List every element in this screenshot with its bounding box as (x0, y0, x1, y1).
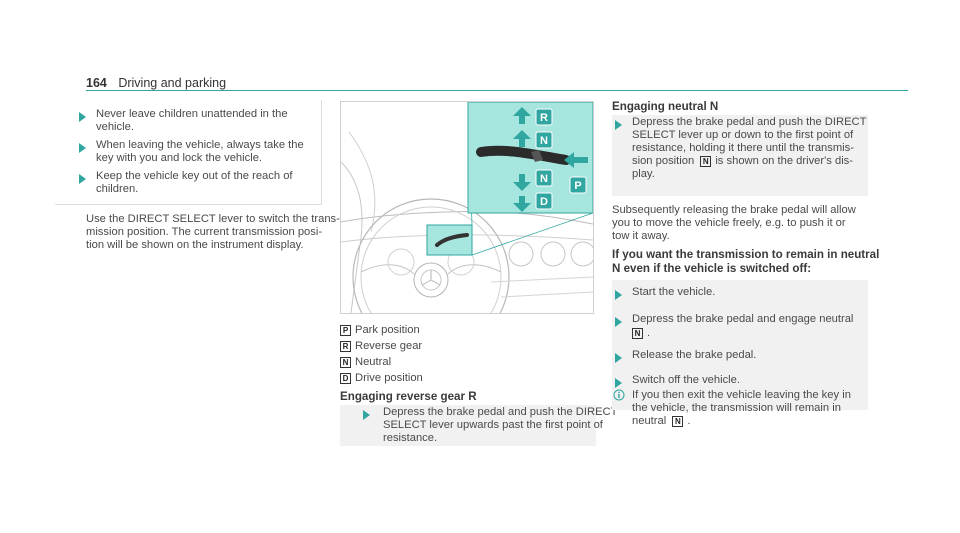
step-arrow-icon (363, 410, 370, 420)
neutral-step-line-2: SELECT lever up or down to the first poi… (632, 129, 854, 141)
remain-step-1: Start the vehicle. (632, 286, 716, 298)
key-n-icon: N (700, 155, 712, 167)
remain-step-4: Switch off the vehicle. (632, 374, 740, 386)
cockpit-drawing: R N P N D (341, 102, 593, 313)
neutral-para-line-2: you to move the vehicle freely, e.g. to … (612, 217, 846, 229)
neutral-para-line-3: tow it away. (612, 230, 670, 242)
figure-label-n-upper: N (540, 135, 548, 147)
remain-step-2-period: . (647, 327, 651, 339)
legend-park: P Park position (340, 324, 420, 337)
neutral-step-line-5: play. (632, 168, 655, 180)
key-n-icon: N (340, 356, 351, 368)
figure-label-p: P (574, 180, 581, 192)
heading-neutral: Engaging neutral N (612, 100, 719, 113)
key-r-icon: R (340, 340, 351, 352)
remain-step-3: Release the brake pedal. (632, 349, 757, 361)
step-arrow-icon (615, 120, 622, 130)
heading-remain-line-2: N even if the vehicle is switched off: (612, 262, 812, 275)
neutral-step-line-4-text: sion position (632, 155, 695, 167)
neutral-para-line-1: Subsequently releasing the brake pedal w… (612, 204, 856, 216)
neutral-step-line-1: Depress the brake pedal and push the DIR… (632, 116, 867, 128)
warning-3-line-2: children. (96, 183, 139, 195)
reverse-step-line-3: resistance. (383, 432, 438, 444)
key-n-icon: N (672, 415, 684, 427)
remain-step-2-line-2: N. (632, 327, 650, 340)
header-divider (86, 90, 908, 91)
warning-1-line-1: Never leave children unattended in the (96, 108, 288, 120)
neutral-step-line-4-rest: is shown on the driver's dis- (715, 155, 853, 167)
reverse-step-line-2: SELECT lever upwards past the first poin… (383, 419, 603, 431)
legend-neutral-text: Neutral (355, 356, 392, 368)
section-title: Driving and parking (118, 76, 227, 90)
remain-note-line-3: neutral N. (632, 415, 690, 428)
legend-neutral: N Neutral (340, 356, 391, 369)
step-arrow-icon (615, 290, 622, 300)
step-arrow-icon (615, 353, 622, 363)
warning-2-line-1: When leaving the vehicle, always take th… (96, 139, 304, 151)
legend-park-text: Park position (355, 324, 420, 336)
legend-reverse-text: Reverse gear (355, 340, 423, 352)
page-header: 164 Driving and parking (86, 76, 226, 90)
info-icon (613, 389, 625, 401)
remain-note-period: . (687, 415, 691, 427)
intro-line-3: tion will be shown on the instrument dis… (86, 239, 304, 251)
warning-3-line-1: Keep the vehicle key out of the reach of (96, 170, 293, 182)
figure-label-r: R (540, 112, 548, 124)
neutral-step-line-3: resistance, holding it there until the t… (632, 142, 854, 154)
bullet-arrow-icon (79, 143, 86, 153)
remain-note-neutral-word: neutral (632, 415, 667, 427)
cockpit-illustration: R N P N D (340, 101, 594, 314)
key-p-icon: P (340, 324, 351, 336)
warning-2-line-2: key with you and lock the vehicle. (96, 152, 263, 164)
reverse-step-shade (340, 405, 596, 446)
reverse-step-line-1: Depress the brake pedal and push the DIR… (383, 406, 618, 418)
page-number: 164 (86, 76, 107, 90)
figure-label-n-lower: N (540, 173, 548, 185)
neutral-step-shade (612, 115, 868, 196)
legend-drive-text: Drive position (355, 372, 423, 384)
heading-reverse: Engaging reverse gear R (340, 390, 477, 403)
key-n-icon: N (632, 327, 643, 339)
step-arrow-icon (615, 317, 622, 327)
remain-note-line-2: the vehicle, the transmission will remai… (632, 402, 841, 414)
heading-remain-line-1: If you want the transmission to remain i… (612, 248, 880, 261)
legend-reverse: R Reverse gear (340, 340, 422, 353)
intro-line-1: Use the DIRECT SELECT lever to switch th… (86, 213, 340, 225)
bullet-arrow-icon (79, 174, 86, 184)
bullet-arrow-icon (79, 112, 86, 122)
remain-steps-shade (612, 280, 868, 410)
remain-note-line-1: If you then exit the vehicle leaving the… (632, 389, 851, 401)
intro-line-2: mission position. The current transmissi… (86, 226, 323, 238)
legend-drive: D Drive position (340, 372, 423, 385)
figure-label-d: D (540, 196, 548, 208)
key-d-icon: D (340, 372, 351, 384)
warning-box: Never leave children unattended in the v… (55, 100, 322, 205)
warning-1-line-2: vehicle. (96, 121, 134, 133)
remain-step-2-line-1: Depress the brake pedal and engage neutr… (632, 313, 854, 325)
step-arrow-icon (615, 378, 622, 388)
